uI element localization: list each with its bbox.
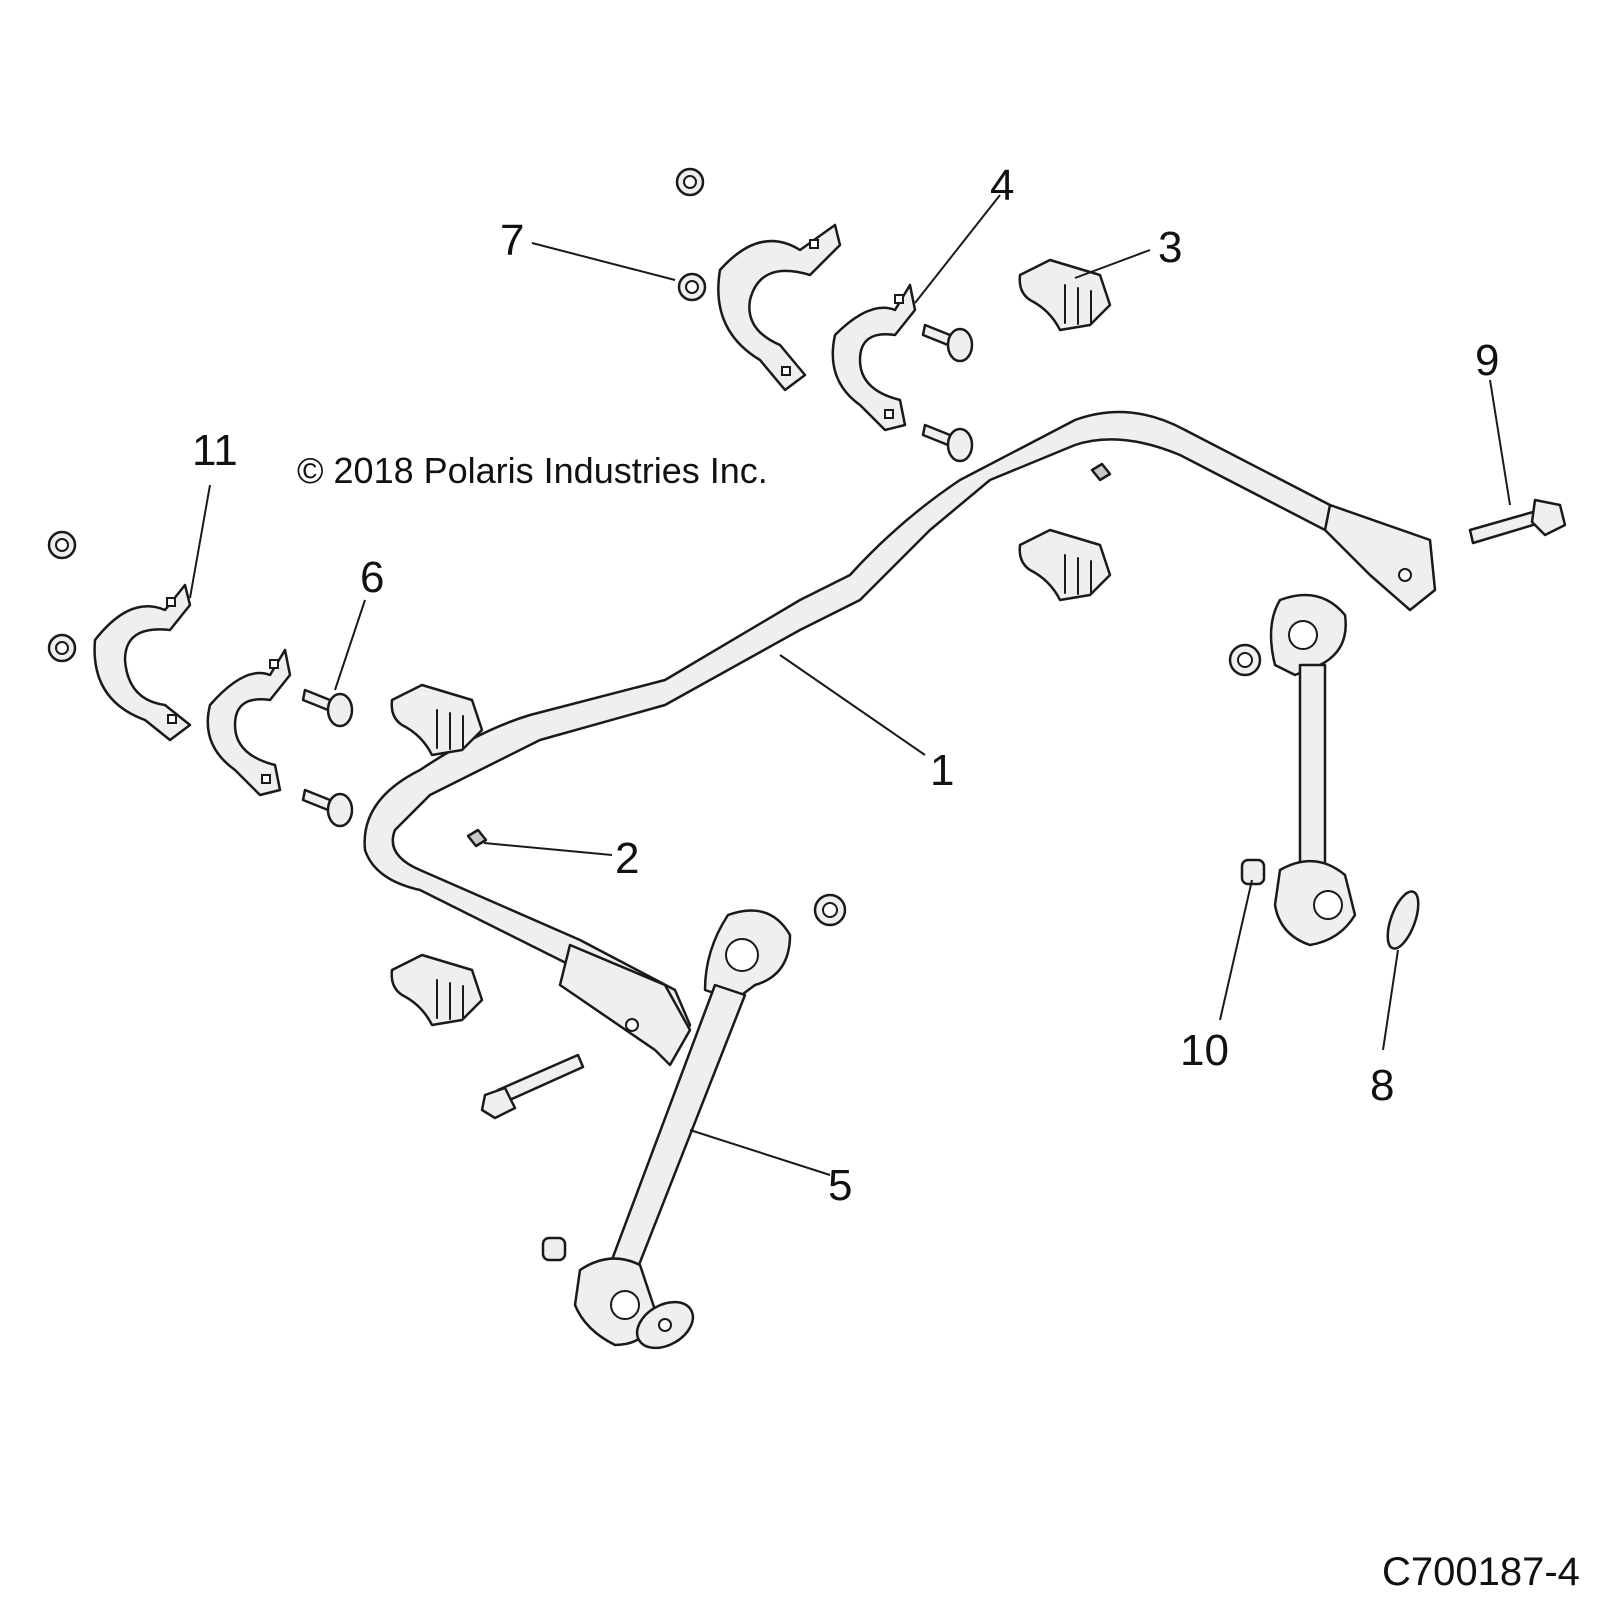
leader-2	[483, 842, 613, 856]
leader-4	[914, 194, 1001, 304]
callout-1: 1	[930, 746, 954, 795]
leader-9	[1489, 379, 1511, 506]
stabilizer-bar	[363, 410, 1437, 1067]
clamp-front	[93, 583, 292, 797]
callout-8: 8	[1370, 1061, 1394, 1110]
bushing	[390, 258, 1112, 1027]
spacer	[541, 858, 1266, 1262]
leader-11	[189, 484, 211, 599]
leader-7	[531, 242, 676, 281]
leader-1	[779, 654, 926, 756]
carriage-bolt	[301, 323, 974, 828]
callout-9: 9	[1475, 336, 1499, 385]
flange-nut	[47, 167, 1262, 927]
callout-7: 7	[500, 216, 524, 265]
leader-8	[1382, 949, 1399, 1051]
callout-4: 4	[990, 161, 1014, 210]
washer	[635, 890, 1420, 1350]
link-rod-right	[1269, 593, 1357, 947]
leader-10	[1219, 879, 1253, 1021]
callout-5: 5	[828, 1161, 852, 1210]
hex-bolt	[480, 498, 1567, 1120]
copyright-text: © 2018 Polaris Industries Inc.	[297, 450, 768, 491]
figure-id: C700187-4	[1382, 1550, 1580, 1594]
callout-11: 11	[192, 426, 238, 475]
callout-3: 3	[1158, 223, 1182, 272]
grease-fitting	[466, 462, 1112, 848]
callout-10: 10	[1180, 1026, 1229, 1075]
leader-5	[689, 1129, 831, 1176]
leader-3	[1074, 249, 1151, 279]
callout-2: 2	[615, 834, 639, 883]
leader-6	[334, 599, 366, 691]
link-rod-left	[573, 909, 792, 1347]
callout-6: 6	[360, 553, 384, 602]
clamp-upper	[717, 223, 917, 432]
